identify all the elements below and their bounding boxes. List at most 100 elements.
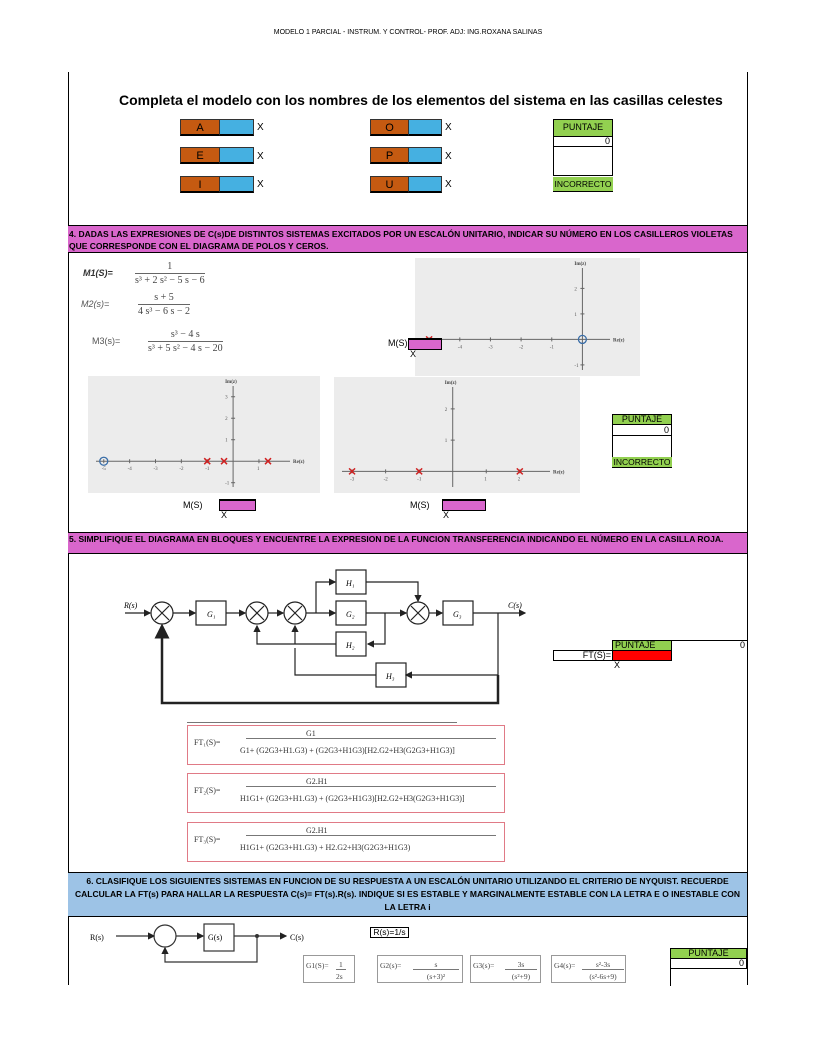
block-diagram: R(s) C(s) G₁ G₂ G₃ H₁ H₂ H₃ [123,569,527,705]
letter-o: O [370,119,409,136]
formula-label: M3(s)= [92,335,121,346]
section4-title: 4. DADAS LAS EXPRESIONES DE C(s)DE DISTI… [68,225,747,253]
divider [187,722,457,723]
answer-a-input[interactable] [219,119,254,136]
y-tick-label: 1 [445,439,448,444]
denominator: s³ + 2 s² − 5 s − 6 [135,275,205,286]
score-blank-4 [612,435,672,458]
y-tick-label: 2 [225,417,228,422]
y-tick-label: 2 [574,287,577,292]
denominator: 2s [336,972,343,981]
mark-a: X [257,122,264,133]
x-tick-label: -5 [102,467,107,472]
numerator: 3s [505,960,537,970]
option-label: FT₁(S)= [194,738,221,747]
numerator: G2.H1 [246,826,496,836]
ft-label: FT(S)= [553,650,613,661]
pole-zero-plot-1: Re(z)Im(z)-5-4-3-2-121-1 [415,258,640,376]
answer-u-input[interactable] [408,176,442,193]
section5-title: 5. SIMPLIFIQUE EL DIAGRAMA EN BLOQUES Y … [68,532,747,554]
page-header: MODELO 1 PARCIAL - INSTRUM. Y CONTROL- P… [273,29,543,36]
system-g2: G2(s)= s (s+3)² [377,955,463,983]
numerator: 1 [135,261,205,274]
denominator: (s²-6s+9) [589,972,617,981]
system-g4: G4(s)=s²-3s(s²-6s+9) [551,955,626,983]
letter-u: U [370,176,409,193]
section6-title: 6. CLASIFIQUE LOS SIGUIENTES SISTEMAS EN… [68,872,747,917]
pole-marker [348,467,356,475]
feedback-diagram: R(s) C(s) G(s) [90,923,304,963]
plot-background [88,376,320,493]
formula-label: M2(s)= [81,298,110,309]
result-label-4: INCORRECTO [612,457,672,468]
score-label: PUNTAJE [553,119,613,137]
input-label: R(s) [90,933,104,942]
x-tick-label: -2 [179,467,184,472]
pole-marker [415,467,423,475]
x-tick-label: -4 [128,467,133,472]
answer-i-input[interactable] [219,176,254,193]
re-axis-label: Re(z) [613,338,625,343]
im-axis-label: Im(z) [574,262,586,267]
mark-o: X [445,122,452,133]
zero-marker [577,334,588,345]
answer-label-2: M(S) [183,500,203,510]
x-tick-label: 1 [257,467,260,472]
numerator: s + 5 [138,292,191,305]
x-tick-label: -3 [350,477,355,482]
letter-p: P [370,147,409,164]
system-label: G1(S)= [306,961,329,970]
letter-i: I [180,176,220,193]
block-h3: H₃ [385,672,395,681]
input-signal-label: R(s)=1/s [370,927,409,938]
x-tick-label: -1 [417,477,422,482]
answer-plot-3-input[interactable] [442,499,486,511]
x-tick-label: -3 [153,467,158,472]
answer-p-input[interactable] [408,147,442,164]
score-value-6: 0 [670,958,747,969]
letter-a: A [180,119,220,136]
re-axis-label: Re(z) [293,460,305,465]
y-tick-label: 3 [225,396,228,401]
answer-plot-2-input[interactable] [219,499,256,511]
answer-plot-1-input[interactable] [408,338,442,350]
pole-marker [516,467,524,475]
mark-u: X [445,179,452,190]
letter-e: E [180,147,220,164]
numerator: s [413,960,459,970]
answer-label-1: M(S) [388,338,408,348]
left-border [68,72,69,985]
denominator: 4 s³ − 6 s − 2 [138,306,191,317]
ft-answer-input[interactable] [612,650,672,661]
score-blank-6 [670,968,671,986]
x-tick-label: -3 [488,345,493,350]
denominator: H1G1+ (G2G3+H1.G3) + (G2G3+H1G3)[H2.G2+H… [240,794,465,803]
x-tick-label: -2 [519,345,524,350]
mark-e: X [257,151,264,162]
numerator: G1 [246,729,496,739]
block-g1: G₁ [207,610,216,619]
denominator: s³ + 5 s² − 4 s − 20 [148,343,223,354]
y-tick-label: 1 [574,313,577,318]
block-g2: G₂ [346,610,355,619]
answer-o-input[interactable] [408,119,442,136]
block-g: G(s) [208,933,223,942]
x-tick-label: 2 [518,477,521,482]
mark-ft: X [614,660,621,670]
denominator: (s+3)² [426,972,446,981]
score-blank [553,146,613,176]
y-tick-label: -1 [225,482,230,487]
mark-plot-3: X [443,510,450,520]
denominator: H1G1+ (G2G3+H1.G3) + H2.G2+H3(G2G3+H1G3) [240,843,411,852]
plot-background [415,258,640,376]
answer-e-input[interactable] [219,147,254,164]
system-label: G2(s)= [380,961,402,970]
im-axis-label: Im(z) [445,381,457,386]
x-tick-label: -1 [205,467,210,472]
plot-background [334,377,580,493]
